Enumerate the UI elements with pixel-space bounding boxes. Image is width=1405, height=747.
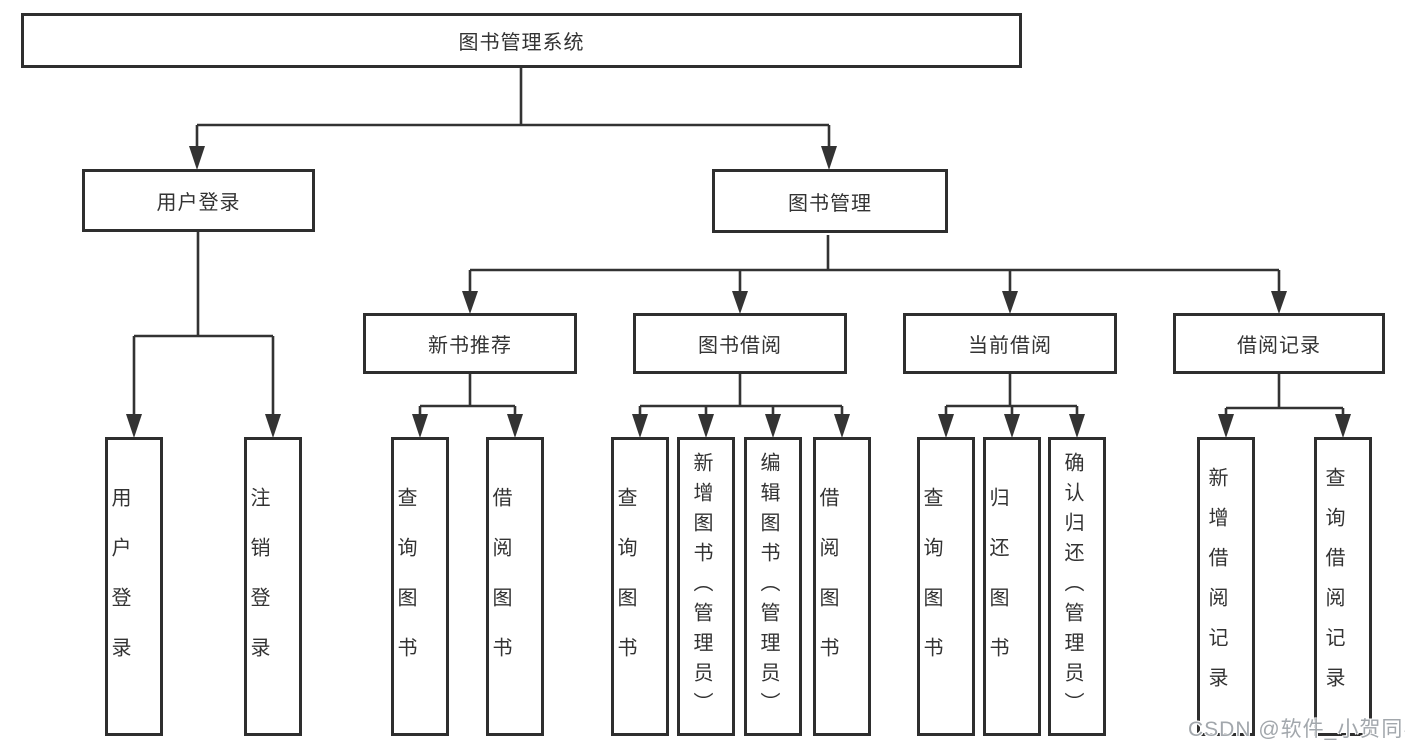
node-book-borrowing: 图书借阅 <box>633 313 847 374</box>
node-label: 编辑图书（管理员） <box>757 451 779 722</box>
leaf-login-logout: 注销登录 <box>244 437 302 736</box>
node-label: 查询图书 <box>614 486 636 687</box>
node-label: 图书管理 <box>788 192 872 215</box>
leaf-current-confirm-return-admin: 确认归还（管理员） <box>1048 437 1106 736</box>
leaf-borrow-borrow-books: 借阅图书 <box>813 437 871 736</box>
node-label: 新书推荐 <box>428 335 512 357</box>
node-label: 注销登录 <box>247 486 269 687</box>
node-label: 用户登录 <box>156 192 241 214</box>
node-label: 归还图书 <box>986 486 1008 687</box>
node-label: 图书管理系统 <box>458 32 585 54</box>
leaf-login-user-login: 用户登录 <box>105 437 163 736</box>
node-label: 新增借阅记录 <box>1205 466 1227 707</box>
leaf-current-query-books: 查询图书 <box>917 437 975 736</box>
leaf-current-return-books: 归还图书 <box>983 437 1041 736</box>
leaf-records-query-borrow-record: 查询借阅记录 <box>1314 437 1372 736</box>
node-label: 当前借阅 <box>968 335 1052 357</box>
node-label: 查询图书 <box>920 486 942 687</box>
node-label: 查询借阅记录 <box>1322 466 1344 707</box>
node-label: 用户登录 <box>108 486 130 687</box>
node-label: 查询图书 <box>394 486 416 687</box>
leaf-borrow-query-books: 查询图书 <box>611 437 669 736</box>
leaf-borrow-add-books-admin: 新增图书（管理员） <box>677 437 735 736</box>
node-library-management-system: 图书管理系统 <box>21 13 1022 68</box>
node-borrowing-records: 借阅记录 <box>1173 313 1385 374</box>
node-user-login-group: 用户登录 <box>82 169 315 232</box>
node-label: 借阅记录 <box>1237 335 1321 357</box>
node-new-book-recommendation: 新书推荐 <box>363 313 577 374</box>
node-label: 借阅图书 <box>816 486 838 687</box>
leaf-records-add-borrow-record: 新增借阅记录 <box>1197 437 1255 736</box>
leaf-recommend-borrow-books: 借阅图书 <box>486 437 544 736</box>
leaf-borrow-edit-books-admin: 编辑图书（管理员） <box>744 437 802 736</box>
leaf-recommend-query-books: 查询图书 <box>391 437 449 736</box>
node-current-borrowing: 当前借阅 <box>903 313 1117 374</box>
watermark-csdn: CSDN @软件_小贺同学 <box>1188 718 1405 741</box>
node-label: 新增图书（管理员） <box>690 451 712 722</box>
node-book-management: 图书管理 <box>712 169 948 233</box>
node-label: 借阅图书 <box>489 486 511 687</box>
node-label: 图书借阅 <box>698 335 782 357</box>
node-label: 确认归还（管理员） <box>1061 451 1083 722</box>
